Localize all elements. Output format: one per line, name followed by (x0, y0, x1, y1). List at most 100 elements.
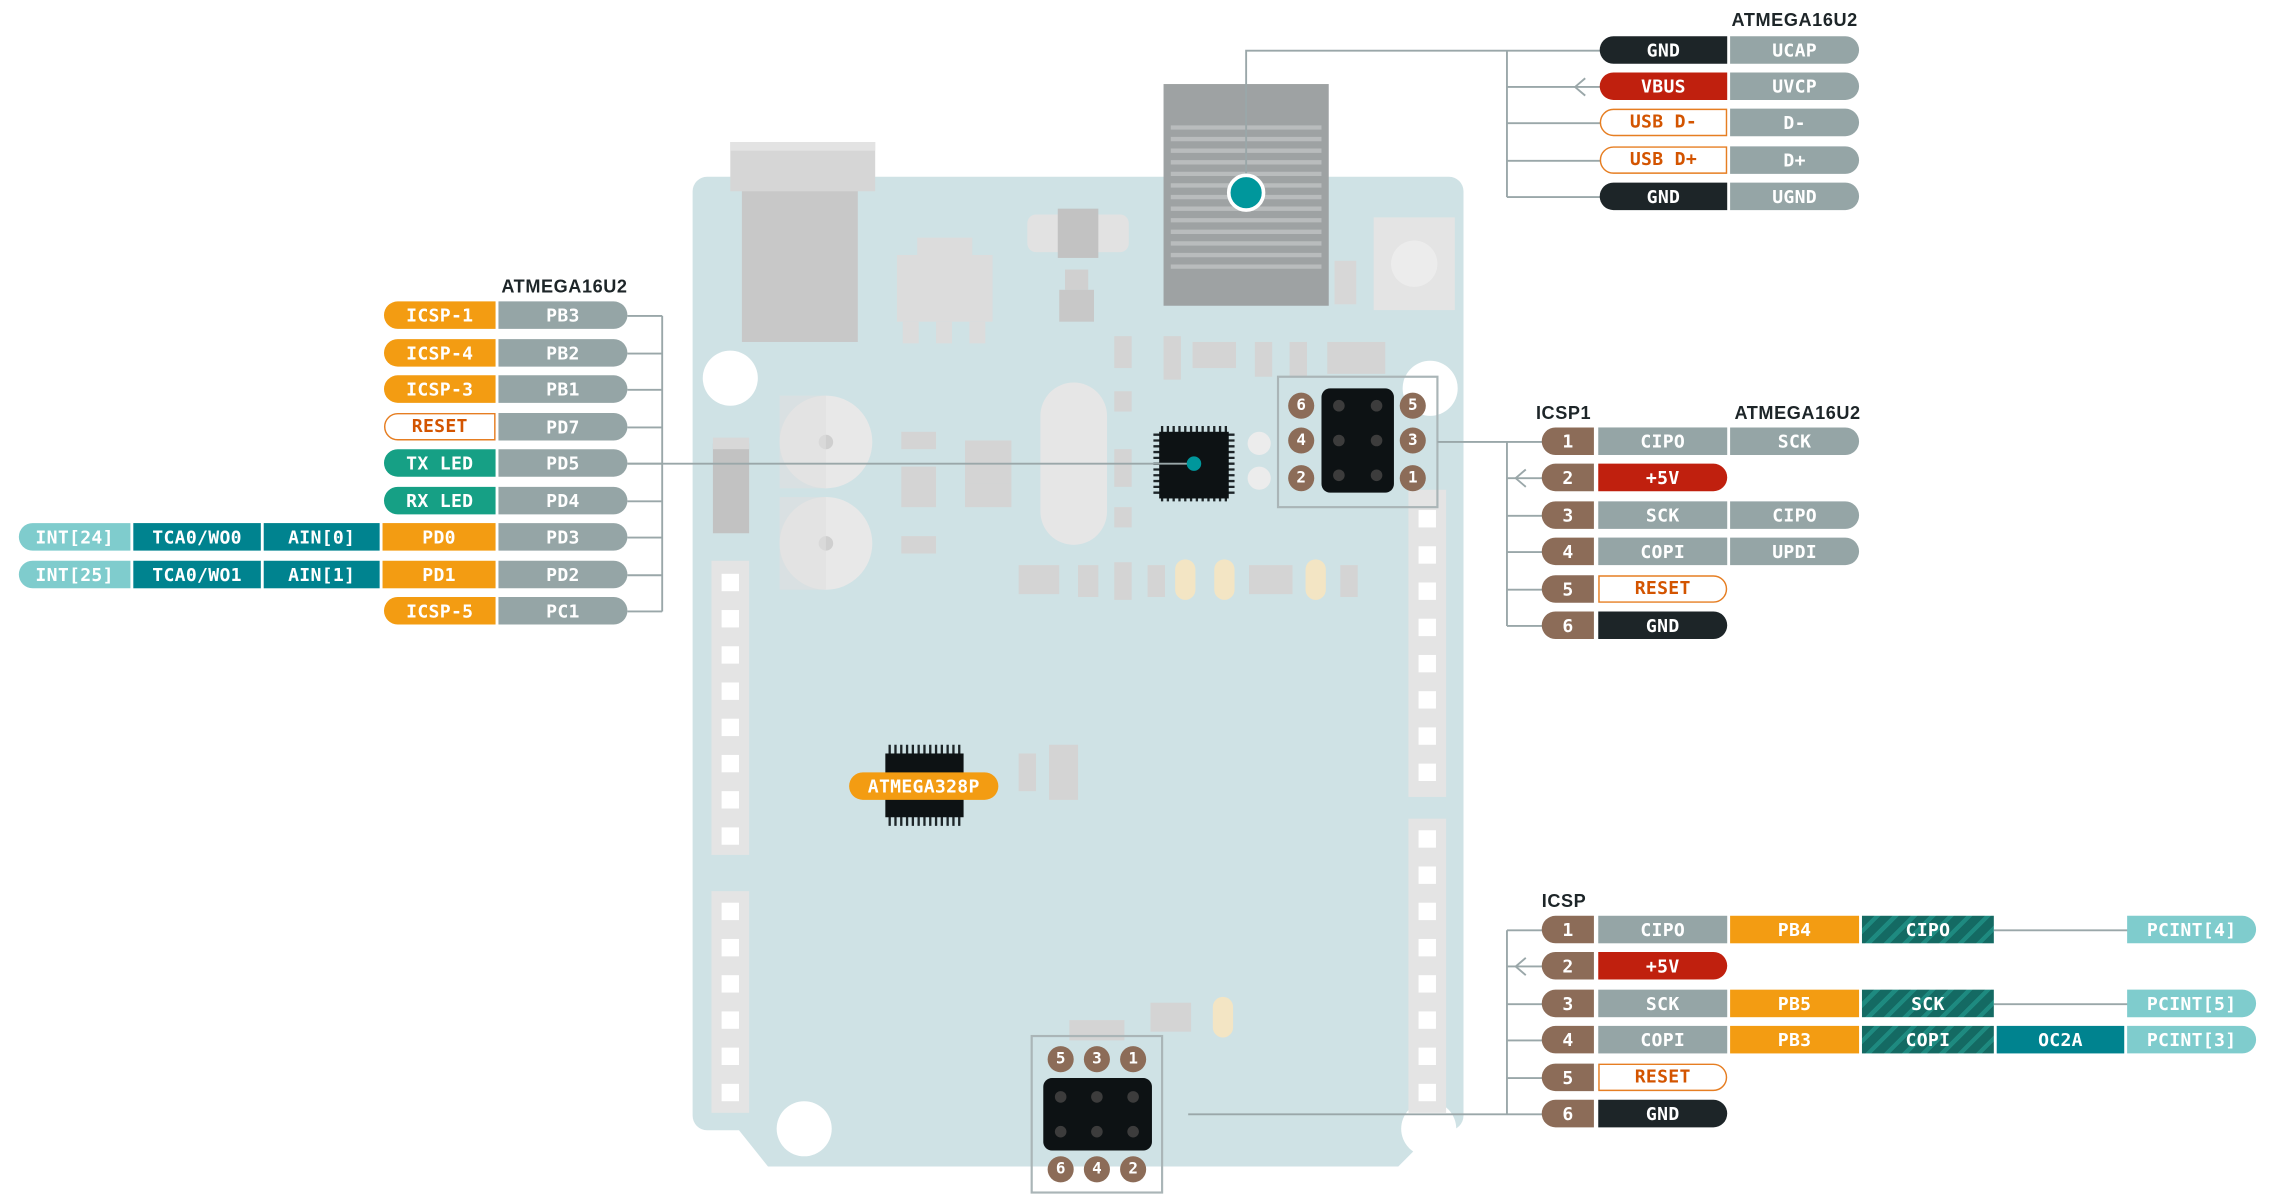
regulator (896, 255, 993, 322)
icsp-header-frame (1030, 1034, 1164, 1194)
usb-header-title: ATMEGA16U2 (1731, 10, 1858, 31)
usb-row2-func: VBUS (1599, 72, 1728, 100)
icsp-row4-num: 4 (1541, 1025, 1594, 1054)
usb-row1-func: GND (1599, 36, 1728, 64)
icsp-row2-num: 2 (1541, 951, 1594, 980)
usb-row5-func: GND (1599, 182, 1728, 211)
icsp-row1-num: 1 (1541, 915, 1594, 944)
header-right-top (1408, 489, 1447, 797)
icsp1-row3-b: CIPO (1730, 501, 1860, 529)
left-row1-func: ICSP-1 (383, 301, 496, 329)
icsp1-chip-title: ATMEGA16U2 (1734, 402, 1861, 424)
header-right-bottom (1408, 818, 1447, 1113)
left-row2-pin: PB2 (498, 339, 628, 367)
icsp1-row1-num: 1 (1541, 427, 1594, 455)
left-row1-pin: PB3 (498, 301, 628, 329)
left-row3-func: ICSP-3 (383, 375, 496, 403)
left-row7-tca: TCA0/WO0 (133, 523, 261, 551)
icsp-row3-pcint: PCINT[5] (2127, 989, 2257, 1018)
icsp-row3-num: 3 (1541, 989, 1594, 1018)
icsp-row1-port: PB4 (1730, 915, 1860, 944)
left-row6-pin: PD4 (498, 486, 628, 515)
icsp1-row4-num: 4 (1541, 537, 1594, 566)
icsp-row4-port: PB3 (1730, 1025, 1860, 1054)
icsp-row6-num: 6 (1541, 1099, 1594, 1128)
icsp1-title: ICSP1 (1535, 402, 1592, 424)
icsp1-board-pin-1: 1 (1399, 465, 1426, 492)
left-row8-pin: PD2 (498, 560, 628, 589)
icsp-board-pin-2: 2 (1120, 1156, 1147, 1183)
left-row7-pin: PD3 (498, 523, 628, 551)
left-row8-func: PD1 (382, 560, 496, 589)
icsp-board-pin-3: 3 (1083, 1046, 1110, 1073)
left-row8-int: INT[25] (18, 560, 131, 589)
icsp1-board-pin-6: 6 (1288, 392, 1315, 419)
left-row9-func: ICSP-5 (383, 596, 496, 625)
left-row7-ain: AIN[0] (263, 523, 380, 551)
icsp-board-pin-1: 1 (1120, 1046, 1147, 1073)
digital-header-left-bottom (711, 891, 750, 1113)
icsp1-row4-b: UPDI (1730, 537, 1860, 566)
icsp1-row5-a: RESET (1598, 575, 1728, 603)
left-row6-func: RX LED (383, 486, 496, 515)
atmega16u2-marker (1186, 456, 1202, 471)
icsp-row4-pcint: PCINT[3] (2127, 1025, 2257, 1054)
icsp-row2-a: +5V (1598, 951, 1728, 980)
icsp-board-pin-6: 6 (1047, 1156, 1074, 1183)
icsp1-row1-b: SCK (1730, 427, 1860, 455)
left-row9-pin: PC1 (498, 596, 628, 625)
icsp-row3-port: PB5 (1730, 989, 1860, 1018)
atmega328p-label: ATMEGA328P (849, 772, 999, 800)
icsp1-row6-a: GND (1598, 611, 1728, 640)
usb-connector-marker (1226, 173, 1266, 212)
icsp1-board-pin-5: 5 (1399, 392, 1426, 419)
icsp-board-pin-5: 5 (1047, 1046, 1074, 1073)
usb-row4-func: USB D+ (1599, 146, 1728, 174)
icsp-row3-a: SCK (1598, 989, 1728, 1018)
left-row7-func: PD0 (382, 523, 496, 551)
board-outline (692, 176, 1464, 1167)
icsp1-board-pin-3: 3 (1399, 427, 1426, 454)
left-row4-pin: PD7 (498, 412, 628, 441)
icsp1-row4-a: COPI (1598, 537, 1728, 566)
usb-row2-pin: UVCP (1730, 72, 1860, 100)
icsp1-row2-num: 2 (1541, 463, 1594, 492)
icsp1-row5-num: 5 (1541, 575, 1594, 603)
icsp1-row2-a: +5V (1598, 463, 1728, 492)
icsp-row5-num: 5 (1541, 1063, 1594, 1092)
icsp-row4-timer: OC2A (1996, 1025, 2125, 1054)
left-row8-tca: TCA0/WO1 (133, 560, 261, 589)
left-row4-func: RESET (383, 412, 496, 441)
left-header-title: ATMEGA16U2 (501, 276, 628, 298)
icsp1-board-pin-4: 4 (1288, 427, 1315, 454)
icsp-row5-a: RESET (1598, 1063, 1728, 1092)
left-row8-ain: AIN[1] (263, 560, 380, 589)
icsp-row1-pcint: PCINT[4] (2127, 915, 2257, 944)
usb-row4-pin: D+ (1730, 146, 1860, 174)
icsp-row6-a: GND (1598, 1099, 1728, 1128)
icsp1-row3-a: SCK (1598, 501, 1728, 529)
icsp1-board-pin-2: 2 (1288, 465, 1315, 492)
icsp-row4-a: COPI (1598, 1025, 1728, 1054)
icsp1-row6-num: 6 (1541, 611, 1594, 640)
usb-row3-func: USB D- (1599, 108, 1728, 137)
left-row7-int: INT[24] (18, 523, 131, 551)
digital-header-left-top (711, 560, 750, 855)
icsp1-row1-a: CIPO (1598, 427, 1728, 455)
icsp-row4-spi: COPI (1861, 1025, 1994, 1054)
usb-row1-pin: UCAP (1730, 36, 1860, 64)
usb-row5-pin: UGND (1730, 182, 1860, 211)
icsp-board-pin-4: 4 (1083, 1156, 1110, 1183)
left-row2-func: ICSP-4 (383, 339, 496, 367)
icsp-title: ICSP (1541, 891, 1587, 912)
icsp-row1-a: CIPO (1598, 915, 1728, 944)
icsp-row1-spi: CIPO (1861, 915, 1994, 944)
usb-row3-pin: D- (1730, 108, 1860, 137)
left-row5-pin: PD5 (498, 449, 628, 477)
left-row3-pin: PB1 (498, 375, 628, 403)
icsp-row3-spi: SCK (1861, 989, 1994, 1018)
left-row5-func: TX LED (383, 449, 496, 477)
icsp1-row3-num: 3 (1541, 501, 1594, 529)
